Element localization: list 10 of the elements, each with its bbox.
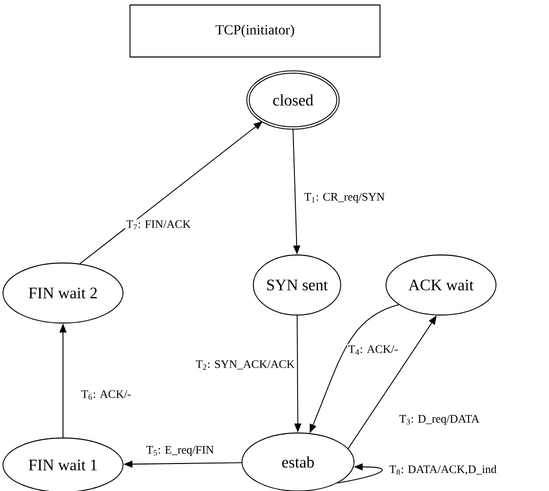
- title-box: TCP(initiator): [130, 4, 380, 58]
- edge-label: T$_{2}$: SYN_ACK/ACK: [194, 359, 296, 371]
- edge-label: T$_{6}$: ACK/-: [80, 389, 132, 401]
- arrow: [337, 463, 383, 484]
- edge-label: T$_{3}$: D_req/DATA: [398, 414, 480, 426]
- edge-label: T$_{8}$: DATA/ACK,D_ind: [388, 464, 498, 476]
- edge-label: T$_{1}$: CR_req/SYN: [303, 192, 386, 204]
- edge-label: T$_{4}$: ACK/-: [347, 344, 400, 356]
- edge-label: T$_{5}$: E_req/FIN: [145, 445, 215, 458]
- edge-label: T$_{7}$: FIN/ACK: [125, 219, 192, 231]
